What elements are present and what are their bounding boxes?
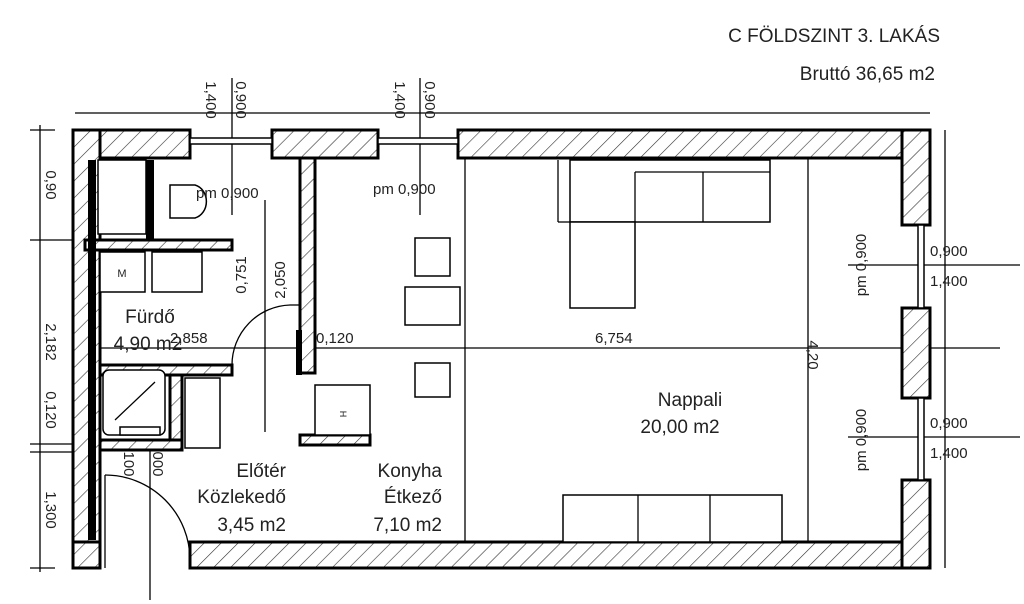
dimension-label: 1,400 xyxy=(202,81,219,119)
dimension-label: 2,182 xyxy=(42,323,59,361)
dimension-label: 2,050 xyxy=(272,261,289,299)
dimension-label: 0,120 xyxy=(42,391,59,429)
dimension-label: 0,900 xyxy=(930,243,968,260)
toilet-icon xyxy=(169,184,208,219)
dimension-label: pm 0,900 xyxy=(196,185,259,202)
dimension-label: pm 0,900 xyxy=(373,181,436,198)
room-name-bath: Fürdő xyxy=(125,307,175,328)
dimension-label: 0,751 xyxy=(233,256,250,294)
washer-icon xyxy=(99,251,146,293)
dimension-label: 4,20 xyxy=(804,340,821,369)
bathtub-icon xyxy=(97,159,147,235)
dimension-label: 0,90 xyxy=(42,170,59,199)
dimension-label: 1,400 xyxy=(930,445,968,462)
dimension-label: 2,858 xyxy=(170,330,208,347)
plan-title: C FÖLDSZINT 3. LAKÁS xyxy=(728,26,940,47)
kitchen-fixtures: H xyxy=(314,237,461,436)
dimension-label: 6,754 xyxy=(595,330,633,347)
dimension-label: 1,400 xyxy=(930,273,968,290)
fridge-label: H xyxy=(338,411,348,418)
room-name-hall: Előtér xyxy=(236,461,286,482)
doors xyxy=(104,304,302,568)
dimension-label: 0,900 xyxy=(232,81,249,119)
chair-icon xyxy=(414,237,451,277)
sofa-icon xyxy=(569,159,771,223)
cabinet-icon xyxy=(184,377,221,449)
dimension-label: 100 xyxy=(120,451,137,476)
dimension-label: 000 xyxy=(149,451,166,476)
room-area-living: 20,00 m2 xyxy=(640,417,719,438)
tv-cabinet-icon xyxy=(562,494,783,543)
room-name-hall-2: Közlekedő xyxy=(197,487,286,508)
dimension-lines xyxy=(30,78,1020,600)
room-area-bath: 4,90 m2 xyxy=(114,334,183,355)
washer-label: M xyxy=(117,268,126,280)
gross-area: Bruttó 36,65 m2 xyxy=(800,64,935,85)
room-labels: Fürdő 4,90 m2 Előtér Közlekedő 3,45 m2 K… xyxy=(114,307,723,536)
fridge-icon xyxy=(314,384,371,436)
room-name-kitchen: Konyha xyxy=(378,461,443,482)
room-name-kitchen-2: Étkező xyxy=(384,487,442,508)
dimension-label: 0,900 xyxy=(930,415,968,432)
sink-icon xyxy=(151,251,203,293)
dimension-label: 0,120 xyxy=(316,330,354,347)
windows xyxy=(189,137,925,542)
room-area-hall: 3,45 m2 xyxy=(217,515,286,536)
chair-icon xyxy=(414,362,451,398)
living-furniture xyxy=(557,159,783,543)
room-name-living: Nappali xyxy=(658,390,722,411)
room-area-kitchen: 7,10 m2 xyxy=(373,515,442,536)
dimension-label: 1,300 xyxy=(42,491,59,529)
dimension-label: 1,400 xyxy=(391,81,408,119)
dimension-label: 0,900 xyxy=(421,81,438,119)
bathroom-fixtures: M xyxy=(97,159,221,449)
table-icon xyxy=(404,286,461,326)
dimension-label: pm 0,900 xyxy=(853,234,870,297)
dimension-labels: 0,90 2,182 0,120 1,300 1,400 0,900 1,400… xyxy=(42,81,968,529)
dimension-label: pm 0,900 xyxy=(853,409,870,472)
